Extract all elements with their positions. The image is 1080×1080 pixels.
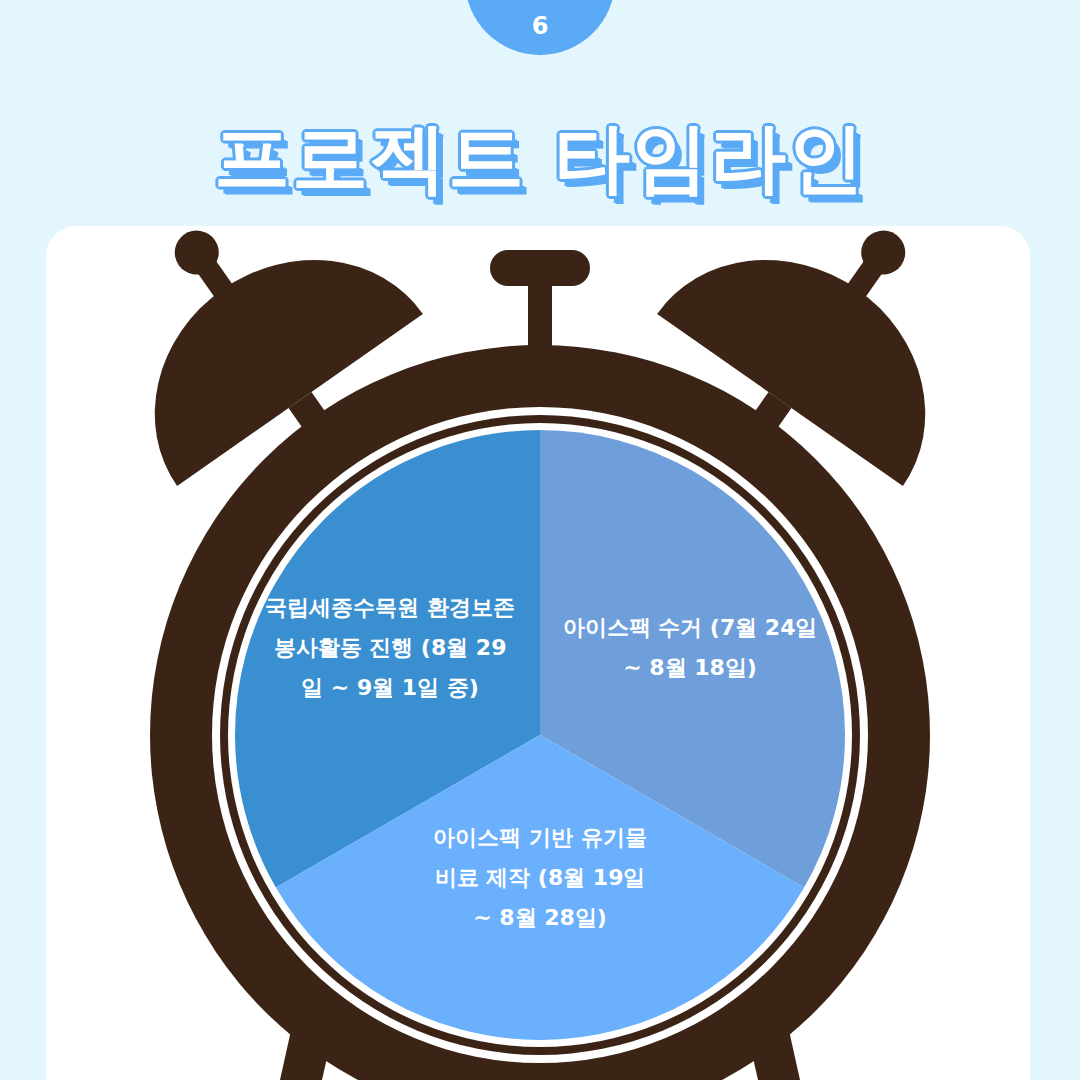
clock-face bbox=[228, 423, 852, 1047]
page-number-badge bbox=[465, 0, 615, 55]
sector-label: 국립세종수목원 환경보존 봉사활동 진행 (8월 29일 ~ 9월 1일 중) bbox=[265, 588, 515, 708]
sector-label: 아이스팩 기반 유기물 비료 제작 (8월 19일 ~ 8월 28일) bbox=[425, 818, 655, 938]
clock-stem bbox=[528, 275, 552, 350]
page-title: 프로젝트 타임라인 bbox=[0, 108, 1080, 211]
sector-label: 아이스팩 수거 (7월 24일 ~ 8월 18일) bbox=[560, 608, 820, 688]
clock-knob bbox=[490, 250, 590, 286]
clock-inner-ring bbox=[220, 415, 860, 1055]
page-number: 6 bbox=[532, 12, 549, 40]
clock-face-ring bbox=[212, 407, 868, 1063]
sector-wedge bbox=[276, 735, 804, 1040]
sector-shape bbox=[235, 430, 845, 1040]
timeline-sector: 아이스팩 기반 유기물 비료 제작 (8월 19일 ~ 8월 28일) bbox=[235, 430, 845, 1040]
clock-rim bbox=[150, 345, 930, 1080]
cycle-arrowhead bbox=[514, 721, 528, 730]
cycle-arrow bbox=[522, 716, 560, 756]
